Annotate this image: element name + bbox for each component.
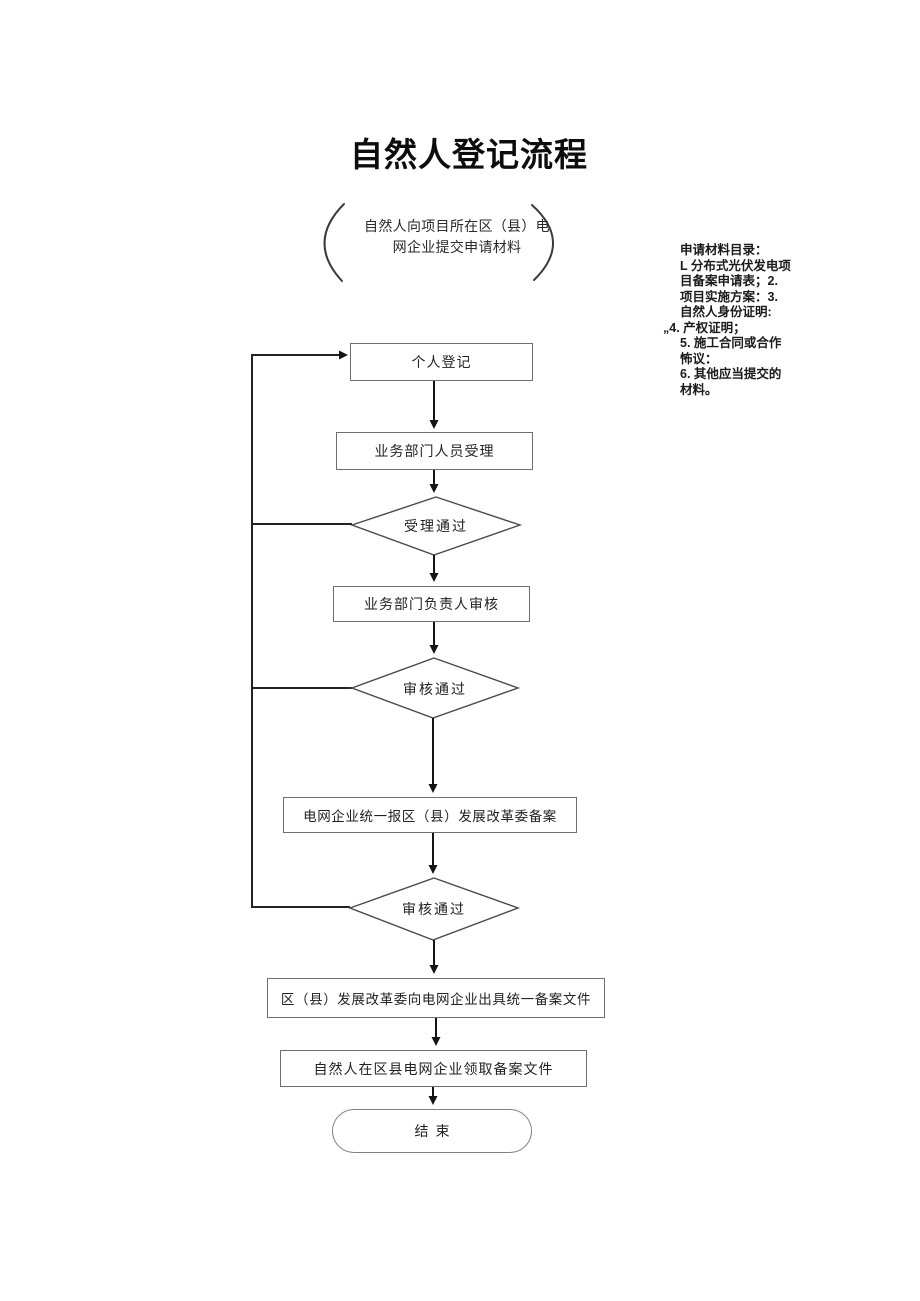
start-node-line1: 自然人向项目所在区（县）电	[364, 220, 550, 235]
note-line: 自然人身份证明:	[680, 305, 772, 319]
note-line: 材料。	[680, 382, 718, 397]
flow-node-drc-issue-doc: 区（县）发展改革委向电网企业出具统一备案文件	[267, 978, 605, 1018]
note-line: 申请材料目录：	[680, 243, 768, 257]
note-line: 怖议：	[680, 351, 718, 366]
flow-node-collect-doc: 自然人在区县电网企业领取备案文件	[280, 1050, 587, 1087]
decision-label-accept-pass: 受理通过	[404, 520, 468, 535]
note-line: 5. 施工合同或合作	[680, 336, 782, 350]
start-node-line2: 网企业提交申请材料	[392, 241, 522, 256]
start-terminator-right-arc	[531, 204, 554, 281]
start-node-label: 自然人向项目所在区（县）电 网企业提交申请材料	[347, 217, 567, 259]
decision-label-review-pass-1: 审核通过	[403, 683, 467, 698]
application-materials-note: 申请材料目录： L 分布式光伏发电项 目备案申请表；2. 项目实施方案：3. 自…	[663, 243, 820, 398]
start-terminator-left-arc	[323, 203, 345, 282]
flow-node-dept-staff-accept: 业务部门人员受理	[336, 432, 533, 470]
note-line: 6. 其他应当提交的	[680, 367, 782, 381]
note-line: 项目实施方案：3.	[680, 289, 778, 304]
flow-node-personal-register: 个人登记	[350, 343, 533, 381]
flow-node-end: 结束	[332, 1109, 532, 1153]
flow-node-dept-head-review: 业务部门负责人审核	[333, 586, 530, 622]
note-line: 目备案申请表；2.	[680, 274, 778, 288]
page-title: 自然人登记流程	[350, 136, 588, 173]
note-line: „4. 产权证明；	[663, 320, 746, 335]
feedback-line-to-register	[251, 350, 350, 908]
flow-node-grid-report-filing: 电网企业统一报区（县）发展改革委备案	[283, 797, 577, 833]
decision-label-review-pass-2: 审核通过	[402, 903, 466, 918]
note-line: L 分布式光伏发电项	[680, 258, 791, 273]
